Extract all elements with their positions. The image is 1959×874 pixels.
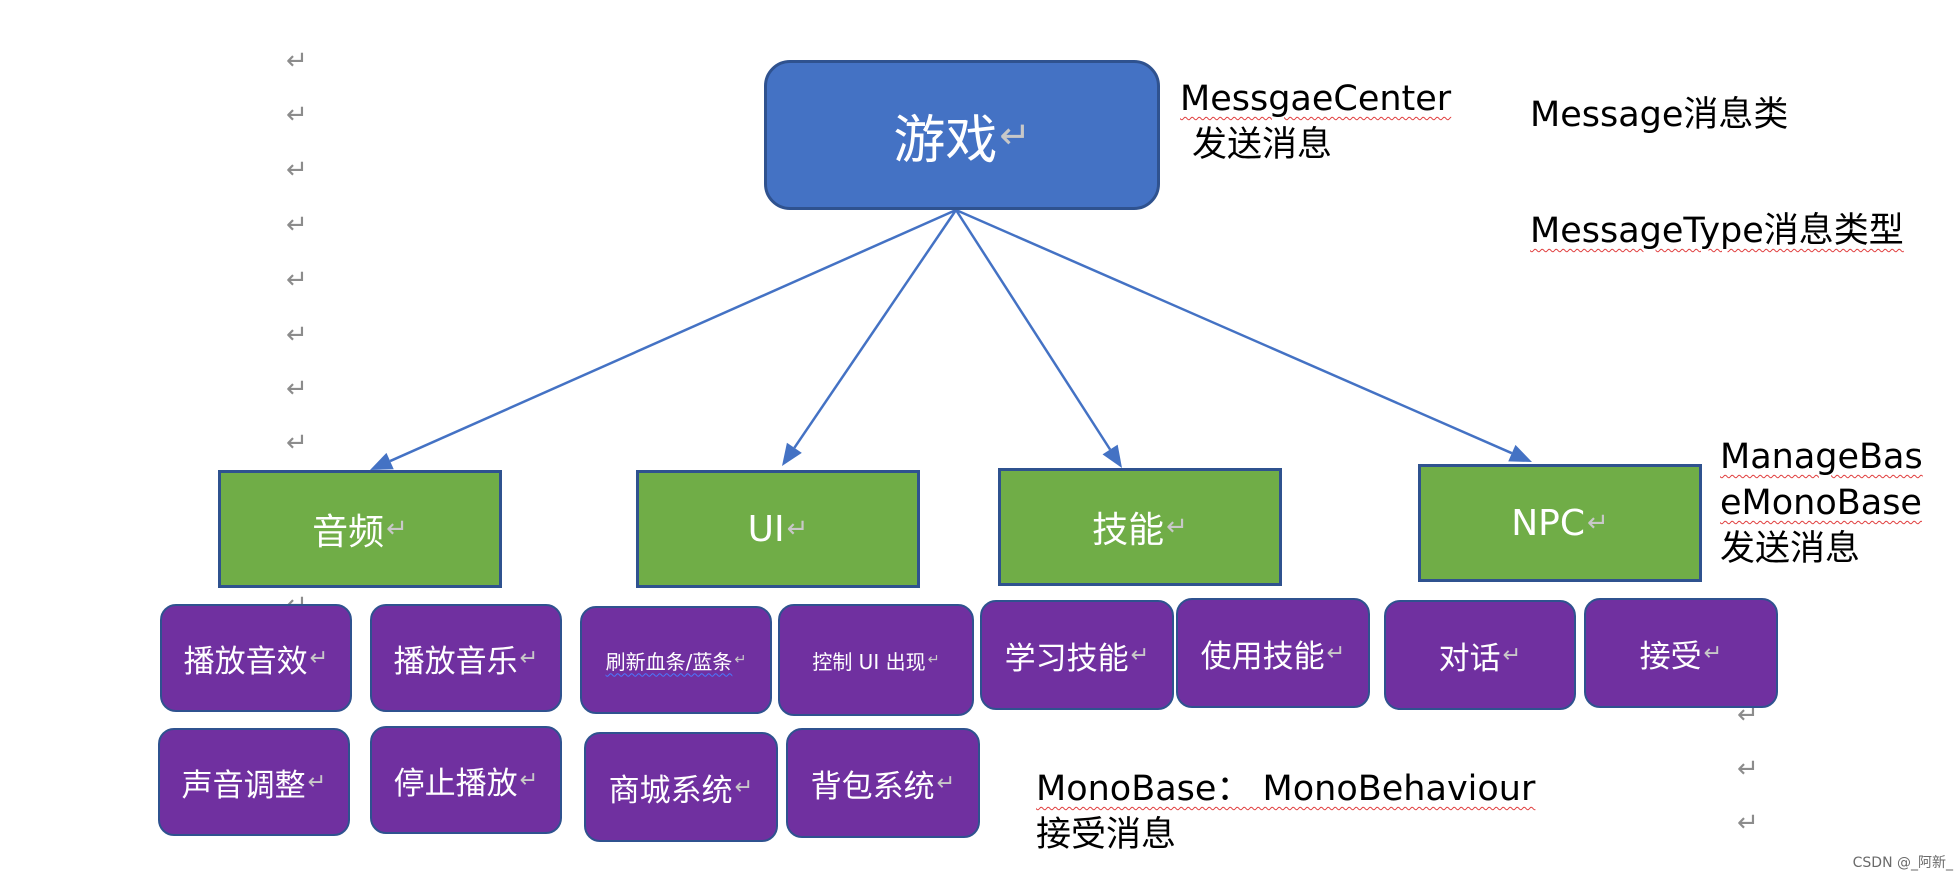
root-node-label: 游戏 [893,110,998,171]
category-label: 技能 [1092,510,1165,551]
paragraph-mark: ↵ [734,652,747,668]
note-message-class-text: Message消息类 [1530,95,1789,135]
leaf-label: 停止播放 [393,765,518,802]
paragraph-mark: ↵ [1166,512,1188,542]
paragraph-mark: ↵ [286,155,308,185]
paragraph-mark: ↵ [1326,640,1346,666]
paragraph-mark: ↵ [786,514,809,544]
paragraph-mark: ↵ [1737,808,1759,838]
category-node-ui[interactable]: UI↵ [636,470,920,588]
paragraph-mark: ↵ [286,428,308,458]
note-message-center-name: MessgaeCenter [1180,79,1452,119]
leaf-node-shop-system[interactable]: 商城系统↵ [584,732,778,842]
note-mono-base-line2: 接受消息 [1036,815,1177,855]
arrowhead-skill [1102,444,1122,468]
paragraph-mark: ↵ [1130,642,1150,668]
category-node-audio[interactable]: 音频↵ [218,470,502,588]
paragraph-mark: ↵ [286,374,308,404]
paragraph-mark: ↵ [519,645,539,671]
leaf-label: 对话 [1438,640,1501,677]
paragraph-mark: ↵ [1703,640,1723,666]
paragraph-mark: ↵ [286,100,308,130]
note-manage-base-line2: eMonoBase [1720,483,1922,523]
leaf-label: 背包系统 [810,768,935,805]
leaf-node-learn-skill[interactable]: 学习技能↵ [980,600,1174,710]
note-mono-base: MonoBase： MonoBehaviour 接受消息 [1036,766,1535,858]
category-node-skill[interactable]: 技能↵ [998,468,1282,586]
leaf-node-dialogue[interactable]: 对话↵ [1384,600,1576,710]
paragraph-mark: ↵ [286,210,308,240]
paragraph-mark: ↵ [519,767,539,793]
leaf-label: 使用技能 [1200,638,1325,675]
note-message-type: MessageType消息类型 [1530,208,1904,254]
category-label: NPC [1511,502,1586,544]
leaf-label: 刷新血条/蓝条 [605,649,733,674]
paragraph-mark: ↵ [936,770,956,796]
leaf-label: 控制 UI 出现 [812,649,926,674]
paragraph-mark: ↵ [1502,642,1522,668]
watermark: CSDN @_阿新_ [1852,855,1953,871]
leaf-node-control-ui[interactable]: 控制 UI 出现↵ [778,604,974,716]
leaf-label: 接受 [1639,638,1702,675]
leaf-label: 学习技能 [1004,640,1129,677]
connector-root-to-skill [954,209,1112,451]
paragraph-mark: ↵ [999,113,1031,157]
paragraph-mark: ↵ [309,645,329,671]
leaf-node-inventory-system[interactable]: 背包系统↵ [786,728,980,838]
arrowhead-audio [370,452,394,470]
arrowhead-npc [1508,444,1532,462]
paragraph-mark: ↵ [734,774,754,800]
category-label: UI [747,508,785,550]
note-mono-base-line1: MonoBase： MonoBehaviour [1036,769,1536,809]
note-message-type-text: MessageType消息类型 [1530,211,1904,251]
note-message-center-desc: 发送消息 [1192,125,1333,165]
note-manage-base-line3: 发送消息 [1720,529,1861,569]
connector-root-to-audio [389,208,957,463]
leaf-label: 播放音乐 [393,643,518,680]
leaf-node-play-music[interactable]: 播放音乐↵ [370,604,562,712]
paragraph-mark: ↵ [927,652,940,668]
leaf-node-volume-adjust[interactable]: 声音调整↵ [158,728,350,836]
leaf-node-play-sfx[interactable]: 播放音效↵ [160,604,352,712]
leaf-label: 商城系统 [608,772,733,809]
note-message-class: Message消息类 [1530,92,1788,138]
note-manage-base: ManageBas eMonoBase 发送消息 [1720,434,1923,572]
leaf-node-stop-playback[interactable]: 停止播放↵ [370,726,562,834]
leaf-node-accept[interactable]: 接受↵ [1584,598,1778,708]
leaf-label: 播放音效 [183,643,308,680]
note-message-center: MessgaeCenter 发送消息 [1180,76,1451,168]
paragraph-mark: ↵ [386,514,408,544]
leaf-node-refresh-bars[interactable]: 刷新血条/蓝条↵ [580,606,772,714]
category-label: 音频 [312,512,385,553]
connector-root-to-npc [955,208,1513,455]
paragraph-mark: ↵ [1737,754,1759,784]
paragraph-mark: ↵ [286,46,308,76]
leaf-label: 声音调整 [181,767,306,804]
paragraph-mark: ↵ [286,320,308,350]
leaf-node-use-skill[interactable]: 使用技能↵ [1176,598,1370,708]
note-manage-base-line1: ManageBas [1720,437,1923,477]
arrowhead-ui [782,442,802,466]
paragraph-mark: ↵ [1737,700,1759,730]
paragraph-mark: ↵ [307,769,327,795]
connector-root-to-ui [793,209,958,449]
category-node-npc[interactable]: NPC↵ [1418,464,1702,582]
paragraph-mark: ↵ [1587,508,1609,538]
paragraph-mark: ↵ [286,265,308,295]
root-node-game[interactable]: 游戏↵ [764,60,1160,210]
